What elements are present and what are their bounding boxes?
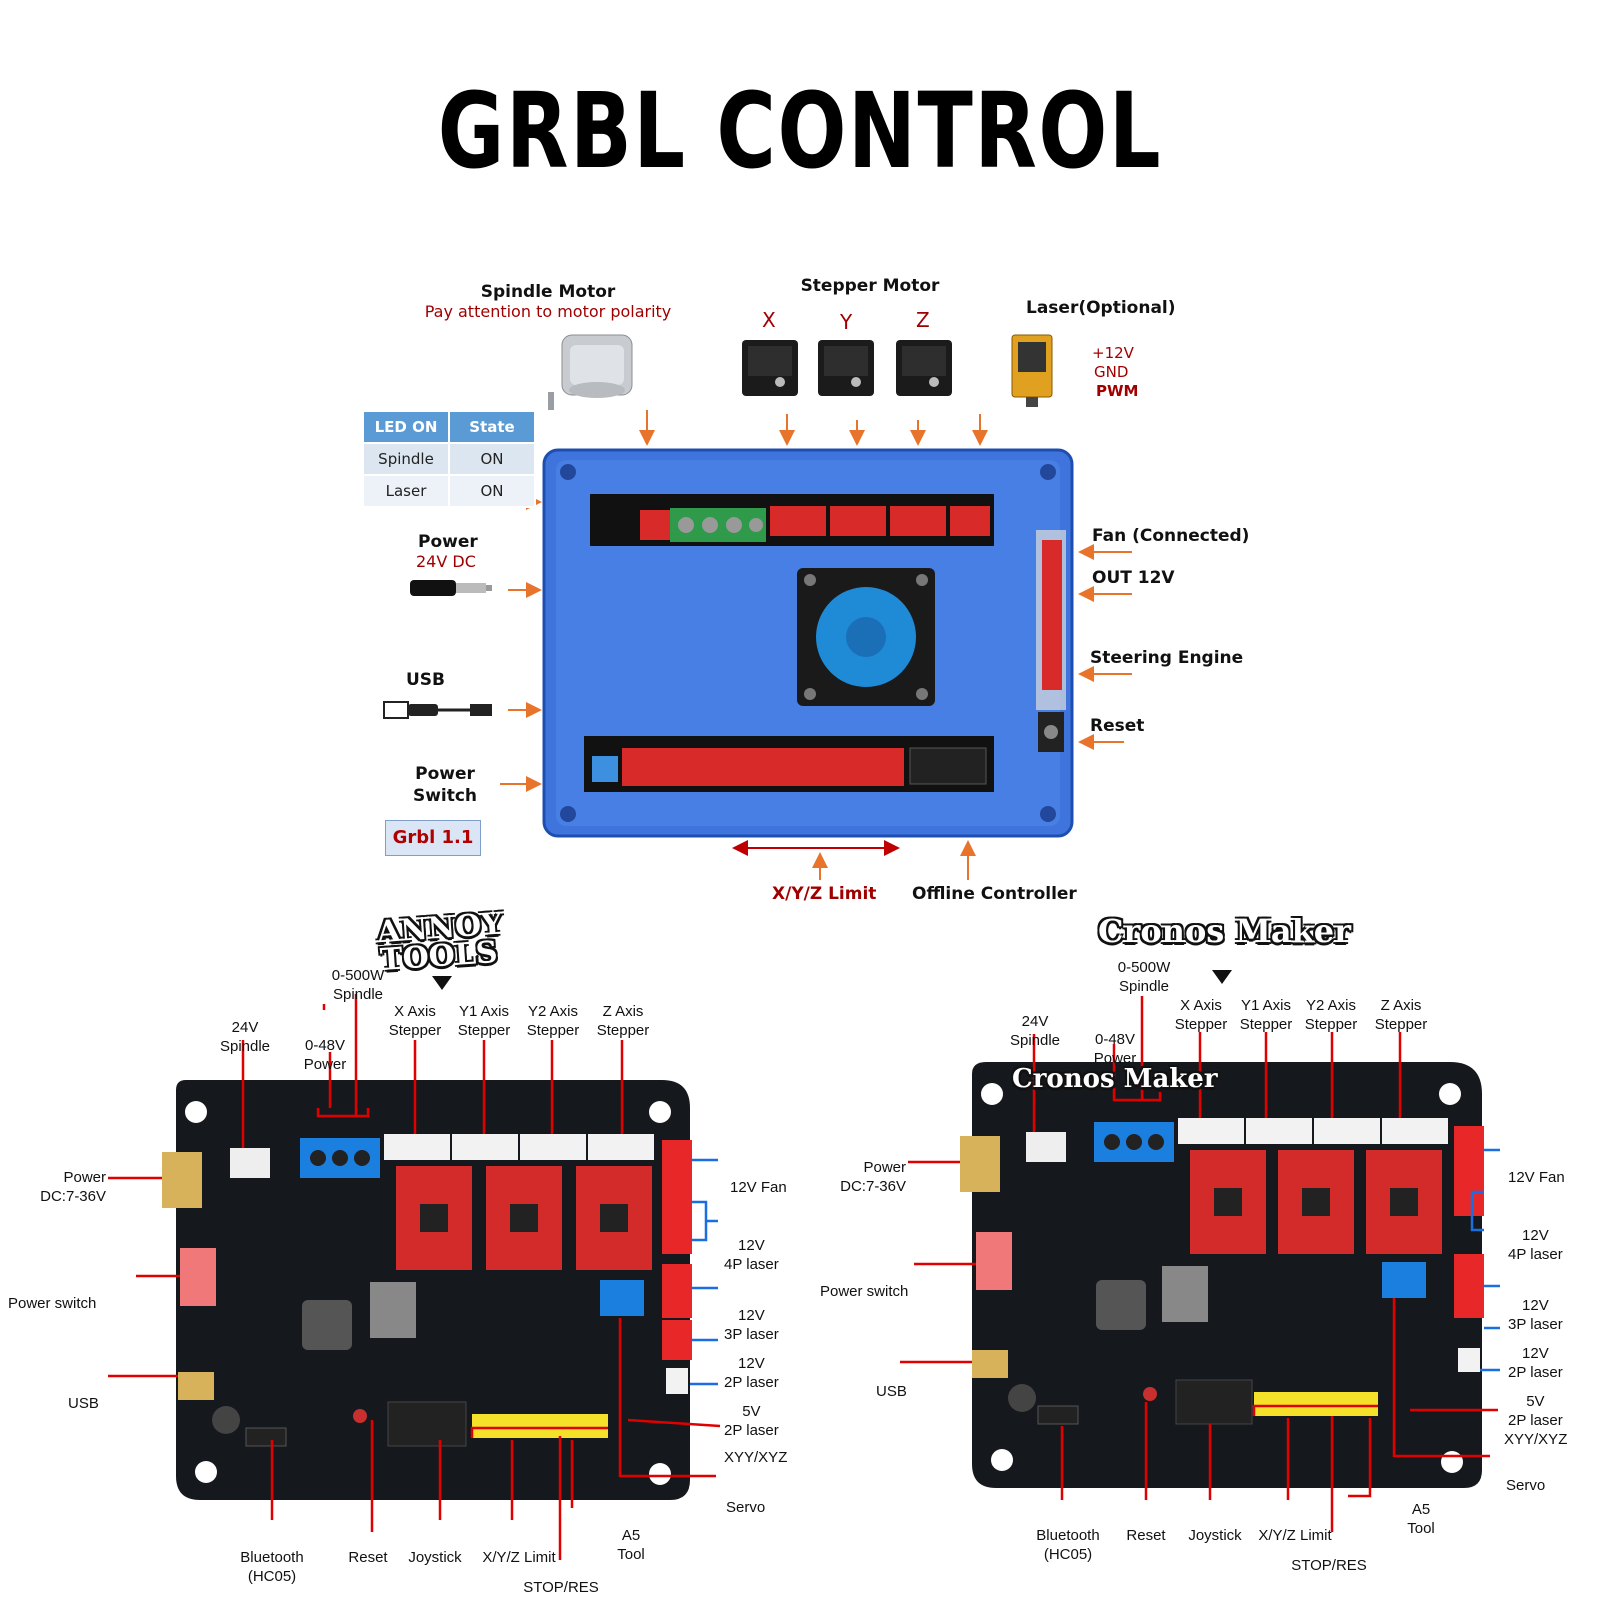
left-callouts-red bbox=[108, 994, 721, 1560]
dc-plug-icon bbox=[410, 580, 492, 596]
r-servo-label: Servo bbox=[1506, 1477, 1546, 1494]
out12v-label: OUT 12V bbox=[1092, 568, 1175, 588]
laser-pwm: PWM bbox=[1096, 382, 1139, 400]
r-joystick-label: Joystick bbox=[1188, 1527, 1242, 1544]
usb-label: USB bbox=[406, 670, 446, 690]
power-label: Power bbox=[418, 532, 478, 552]
l-limit-label: X/Y/Z Limit bbox=[482, 1549, 556, 1566]
laser-12v: +12V bbox=[1092, 344, 1134, 362]
power-switch-label-2: Switch bbox=[412, 786, 478, 806]
axis-z-label: Z bbox=[916, 308, 930, 332]
left-pcb bbox=[162, 1080, 692, 1500]
laser-module-icon bbox=[1011, 334, 1053, 407]
l-joystick-label: Joystick bbox=[408, 1549, 462, 1566]
spindle-motor-label: Spindle Motor bbox=[480, 282, 616, 302]
r-limit-label: X/Y/Z Limit bbox=[1258, 1527, 1332, 1544]
grbl-version-badge: Grbl 1.1 bbox=[385, 820, 481, 856]
stepper-motor-z-icon bbox=[896, 340, 952, 396]
steering-engine-label: Steering Engine bbox=[1090, 648, 1244, 668]
page-title: GRBL CONTROL bbox=[437, 70, 1163, 192]
reset-label: Reset bbox=[1090, 716, 1145, 736]
cronos-maker-logo: Cronos Maker bbox=[1098, 912, 1351, 950]
fan-label: Fan (Connected) bbox=[1092, 526, 1250, 546]
l-stop-label: STOP/RES bbox=[523, 1579, 599, 1596]
limit-label: X/Y/Z Limit bbox=[772, 884, 877, 904]
left-callouts-blue bbox=[690, 1158, 718, 1386]
r-usb-label: USB bbox=[876, 1383, 907, 1400]
led-row-state: ON bbox=[448, 474, 536, 508]
l-bluetooth-label: Bluetooth(HC05) bbox=[240, 1549, 304, 1585]
r-power-switch-label: Power switch bbox=[820, 1283, 909, 1300]
axis-x-label: X bbox=[762, 308, 776, 332]
power-note: 24V DC bbox=[416, 552, 476, 571]
stepper-motor-label: Stepper Motor bbox=[800, 276, 940, 296]
offline-controller-label: Offline Controller bbox=[912, 884, 1077, 904]
controller-case bbox=[542, 448, 1074, 838]
axis-y-label: Y bbox=[840, 310, 853, 334]
down-arrow-icon bbox=[432, 976, 452, 990]
l-usb-label: USB bbox=[68, 1395, 99, 1412]
left-board-diagram bbox=[108, 976, 721, 1560]
r-reset-label: Reset bbox=[1126, 1527, 1166, 1544]
stepper-motor-y-icon bbox=[818, 340, 874, 396]
usb-cable-icon bbox=[383, 701, 492, 719]
l-xyy-label: XYY/XYZ bbox=[724, 1449, 788, 1466]
power-switch-label-1: Power bbox=[415, 764, 475, 784]
led-row-name: Laser bbox=[362, 474, 450, 508]
led-header: LED ON bbox=[362, 410, 450, 444]
right-board-diagram bbox=[900, 970, 1500, 1532]
spindle-motor-icon bbox=[548, 334, 633, 410]
l-fan12-label: 12V Fan bbox=[730, 1179, 787, 1196]
right-callouts-red bbox=[900, 996, 1498, 1532]
r-bluetooth-label: Bluetooth(HC05) bbox=[1036, 1527, 1100, 1563]
laser-gnd: GND bbox=[1094, 363, 1129, 381]
laser-label: Laser(Optional) bbox=[1026, 298, 1176, 318]
r-fan12-label: 12V Fan bbox=[1508, 1169, 1565, 1186]
led-row-name: Spindle bbox=[362, 442, 450, 476]
stepper-motor-x-icon bbox=[742, 340, 798, 396]
l-servo-label: Servo bbox=[726, 1499, 766, 1516]
pcb-cronos-logo: Cronos Maker bbox=[1012, 1064, 1218, 1094]
l-power-switch-label: Power switch bbox=[8, 1295, 97, 1312]
top-diagram bbox=[383, 334, 1132, 880]
state-header: State bbox=[448, 410, 536, 444]
right-pcb bbox=[960, 1062, 1484, 1488]
right-callouts-blue bbox=[1470, 1148, 1500, 1372]
spindle-polarity-note: Pay attention to motor polarity bbox=[424, 302, 672, 321]
l-reset-label: Reset bbox=[348, 1549, 388, 1566]
led-row-state: ON bbox=[448, 442, 536, 476]
r-stop-label: STOP/RES bbox=[1291, 1557, 1367, 1574]
down-arrow-icon bbox=[1212, 970, 1232, 984]
r-xyy-label: XYY/XYZ bbox=[1504, 1431, 1568, 1448]
